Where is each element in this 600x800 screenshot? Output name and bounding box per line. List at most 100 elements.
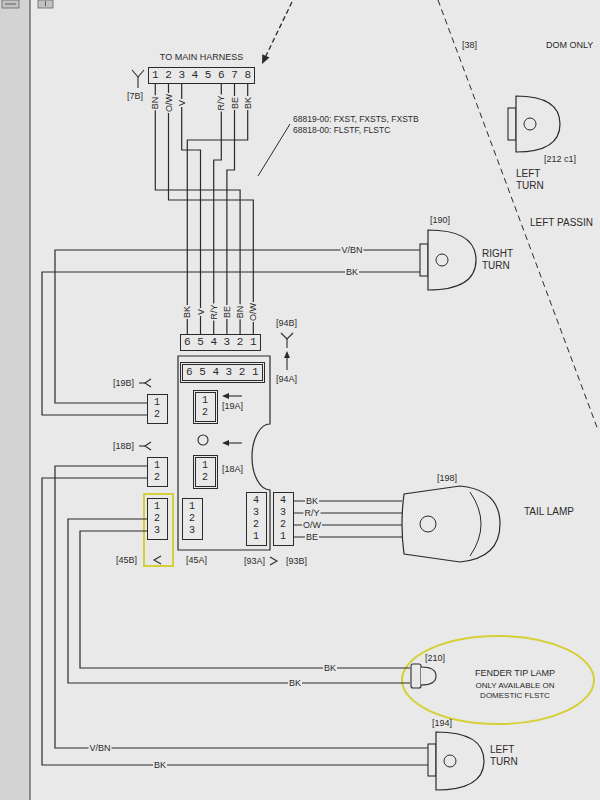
wire-color: V/BN (340, 245, 363, 256)
pin-numbers: 1 2 3 4 5 6 7 8 (148, 67, 255, 84)
pin-numbers: 1 2 3 (154, 501, 161, 537)
leader-line (258, 124, 290, 176)
pointer-arrowhead (262, 54, 270, 64)
wire-color: BE (229, 96, 240, 110)
connector-symbol (281, 333, 293, 339)
wire (55, 466, 428, 748)
connector-heading: TO MAIN HARNESS (160, 51, 243, 63)
mating-arrow (228, 442, 242, 443)
pin-numbers: 4 3 2 1 (253, 495, 260, 543)
mounting-hole (198, 435, 208, 445)
pin-numbers: 1 2 (202, 460, 209, 484)
turn-lamp-lens (516, 96, 560, 152)
highlight-box (144, 494, 173, 566)
wire (80, 531, 410, 668)
wire-color: BN (150, 96, 161, 111)
junction-housing (178, 356, 270, 550)
wire (187, 84, 247, 334)
wire-color: BK (182, 305, 193, 319)
note-text: 68819-00: FXST, FXSTS, FXSTB (293, 114, 419, 125)
wire-color: BE (221, 305, 232, 319)
wire-color: BK (305, 496, 319, 507)
bulb-glass (421, 667, 436, 685)
toolbar-icon (38, 0, 53, 8)
turn-lamp: LEFT TURN (428, 730, 545, 792)
wire-color: O/W (302, 520, 322, 531)
wire-color: BK (242, 96, 253, 110)
lamp-mount (508, 108, 516, 140)
callout-number: [94B] (276, 318, 297, 329)
connector-symbol (132, 70, 144, 77)
connector-symbol (137, 77, 138, 88)
pin-numbers: 1 2 (154, 397, 161, 421)
lamp-bulb (420, 516, 436, 532)
wire (182, 84, 201, 334)
callout-number: [194] (432, 718, 452, 729)
mating-arrow (286, 357, 287, 370)
page-edge (29, 0, 30, 800)
pin-numbers: 1 2 3 (189, 501, 196, 537)
screen-margin (0, 0, 30, 800)
lamp-mount (420, 244, 428, 276)
connector-pins: 1 2 3 (147, 498, 168, 540)
lamp-bulb (436, 254, 448, 266)
wire (169, 84, 254, 334)
callout-number: [198] (437, 473, 457, 484)
turn-lamp-lens (428, 230, 476, 290)
wire (68, 519, 410, 683)
wire-color: V (195, 308, 206, 316)
wire-color: O/W (248, 302, 259, 322)
callout-number: [45A] (186, 555, 207, 566)
connector-pins: 4 3 2 1 (273, 492, 294, 546)
toolbar-icon-mark (45, 1, 46, 6)
wire (42, 272, 420, 415)
note-text: DOM ONLY (546, 40, 593, 51)
mating-arrow (228, 395, 242, 396)
lamp-name: FENDER TIP LAMP (452, 668, 578, 679)
turn-lamp: LEFT TURN (508, 92, 592, 194)
callout-number: [38] (462, 40, 477, 51)
note-text: LEFT PASSIN (530, 217, 593, 228)
toolbar-icon (2, 0, 19, 8)
wire-color: V/BN (88, 743, 111, 754)
connector-symbol (154, 556, 161, 564)
lamp-mount (428, 744, 436, 776)
connector-pins: 1 2 (193, 390, 218, 424)
lamp-note: ONLY AVAILABLE ON DOMESTIC FLSTC (462, 681, 568, 700)
wire-color: BN (235, 305, 246, 320)
wire (55, 250, 420, 403)
connector-pins: 4 3 2 1 (246, 492, 267, 546)
callout-number: [18B] (113, 441, 134, 452)
callout-number: [190] (430, 215, 450, 226)
wire-color: BK (288, 678, 302, 689)
callout-number: [45B] (116, 555, 137, 566)
wire-color: R/Y (208, 303, 219, 320)
wire-color: BK (153, 760, 167, 771)
connector-pins: 1 2 (193, 455, 218, 489)
lamp-name: LEFT TURN (516, 168, 556, 192)
connector-pins: 1 2 3 (182, 498, 203, 540)
lamp-name: LEFT TURN (490, 744, 535, 768)
fender-tip-lamp: FENDER TIP LAMP ONLY AVAILABLE ON DOMESTI… (410, 660, 592, 716)
lamp-bulb (444, 755, 456, 767)
wire-color: V (176, 99, 187, 107)
callout-number: [93B] (286, 556, 307, 567)
callout-number: [18A] (222, 464, 243, 475)
wire-color: BK (323, 663, 337, 674)
connector-pins: 6 5 4 3 2 1 (180, 362, 265, 383)
tail-lamp: TAIL LAMP (402, 486, 590, 562)
callout-number: [94A] (276, 374, 297, 385)
wire (214, 84, 222, 334)
connector-symbol (145, 442, 151, 450)
callout-number: [212 c1] (544, 154, 576, 165)
connector-pins: 6 5 4 3 2 1 (180, 334, 261, 351)
connector-symbol (145, 379, 151, 387)
highlight-ellipse (402, 636, 594, 724)
pin-numbers: 6 5 4 3 2 1 (186, 366, 259, 379)
wire-color: R/Y (303, 508, 320, 519)
lamp-name: TAIL LAMP (524, 506, 586, 518)
toolbar-icon-mark (5, 4, 16, 5)
mating-arrowhead (222, 440, 229, 446)
note-text: 68818-00: FLSTF, FLSTC (293, 125, 390, 136)
